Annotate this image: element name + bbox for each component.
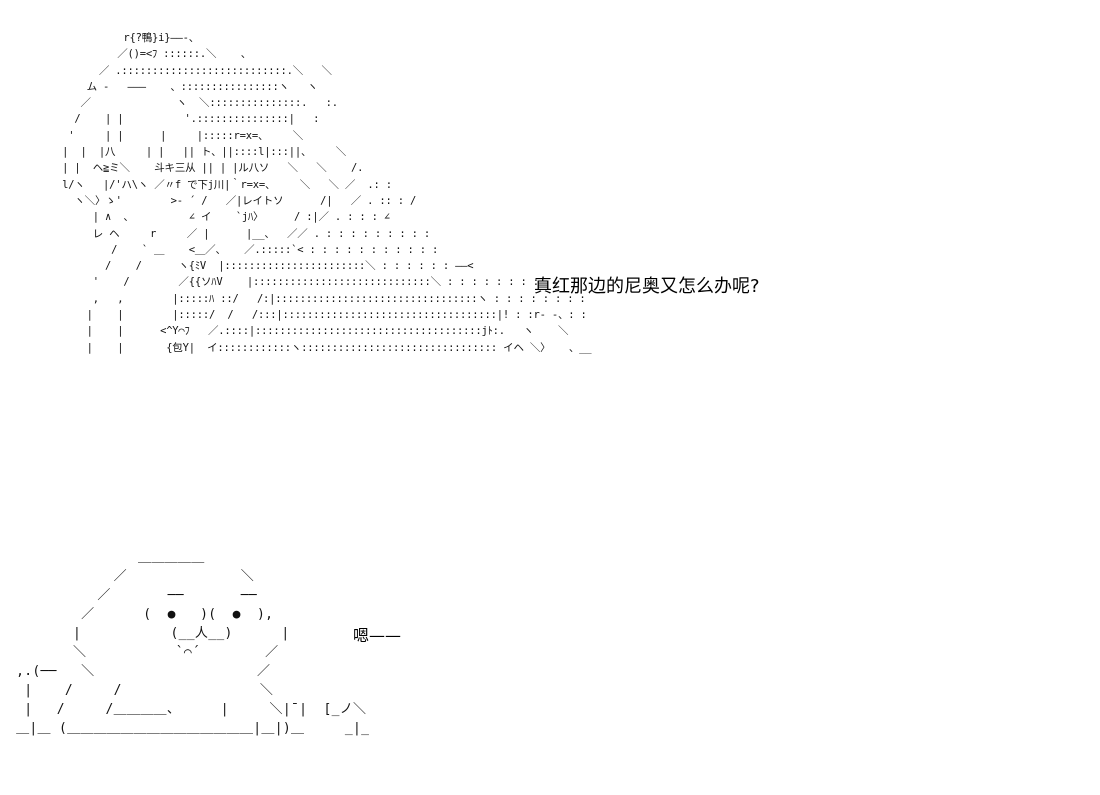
dialog-line-top: 真红那边的尼奥又怎么办呢? <box>534 276 760 297</box>
ascii-art-character-top: r{?鴨}i}——-、 ／()=<ﾌ ::::::.＼ 、 ／ .:::::::… <box>62 32 592 354</box>
dialog-line-bottom: 嗯—— <box>353 626 402 645</box>
ascii-art-character-bottom: ＿＿＿＿＿ ／ ＼ ／ ── ── ／ ( ● )( ● ), | (__人__… <box>16 550 370 736</box>
